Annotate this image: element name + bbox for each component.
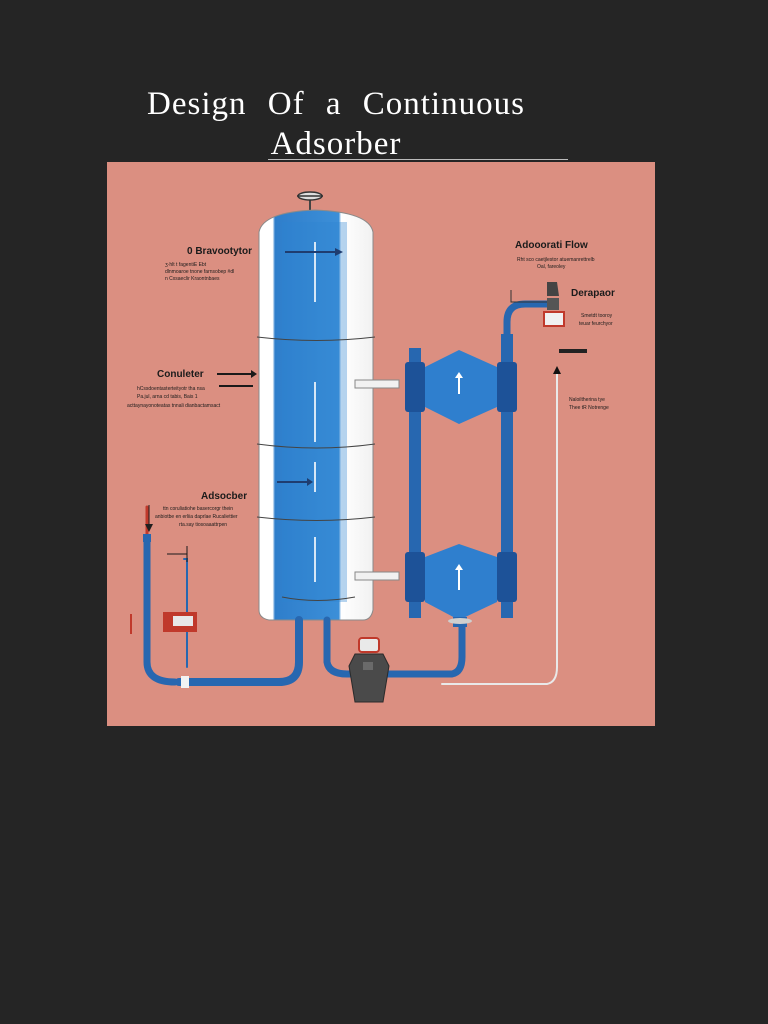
page-title: Design Of a Continuous Adsorber: [0, 84, 672, 164]
label-lower-right-line-2: Thee tR Notrenge: [569, 405, 609, 411]
adsorber-diagram-svg: 0 Bravootytor ʒ·hlt t fagentiE Ebt dlnmo…: [127, 191, 615, 703]
label-top-left-line-2: dlnmoaroe tnone farnsobep #dl: [165, 269, 234, 275]
label-middle-left-line-3: acttaynayonoteatas tnnali dianbactamsact: [127, 403, 221, 409]
label-right: Derapaor Smetdt tooroy teuar feurchyor: [571, 288, 615, 327]
label-middle-left-line-2: Pa.jul, arna cd tabis, Bais 1: [137, 394, 198, 400]
page-title-line-1: Design Of a Continuous: [147, 86, 525, 122]
label-lower-left-line-2: anbiotbe en erliia daprlae Rucaliettier: [155, 514, 238, 520]
title-underline: [268, 159, 568, 160]
label-right-line-2: teuar feurchyor: [579, 321, 613, 327]
label-top-right-line-1: Rht sco caetjlestor atuemanrettrelb: [517, 257, 595, 263]
label-lower-left-line-1: ttn coruliatiohe basercorgr thein: [163, 506, 233, 512]
pipe-joint: [181, 676, 189, 688]
column-nozzles: [354, 379, 400, 581]
label-top-right-heading: Adooorati Flow: [515, 240, 588, 251]
label-top-left: 0 Bravootytor ʒ·hlt t fagentiE Ebt dlnmo…: [165, 246, 252, 282]
label-lower-right-line-1: Naloiltherina tye: [569, 397, 605, 403]
adsorber-diagram: 0 Bravootytor ʒ·hlt t fagentiE Ebt dlnmo…: [107, 162, 655, 726]
top-valve-handwheel: [297, 191, 323, 210]
adsorber-column: [256, 209, 376, 621]
label-top-left-line-3: n Cxsaeclir Kraontnbaes: [165, 276, 220, 282]
label-top-right: Adooorati Flow Rht sco caetjlestor atuem…: [515, 240, 595, 270]
label-lower-left-line-3: rta.say tiosoaaattrpen: [179, 522, 227, 528]
right-flow-line: [503, 290, 549, 342]
label-top-right-line-2: Oal, fareoley: [537, 264, 566, 270]
label-lower-left-heading: Adsocber: [201, 491, 247, 502]
page-title-line-2: Adsorber: [270, 126, 402, 162]
label-right-heading: Derapaor: [571, 288, 615, 299]
label-lower-left: Adsocber ttn coruliatiohe basercorgr the…: [155, 491, 247, 528]
label-middle-left-heading: Conuleter: [157, 369, 204, 380]
left-feed-valve: [130, 505, 197, 634]
label-pointers: [167, 370, 257, 562]
label-top-left-heading: 0 Bravootytor: [187, 246, 252, 257]
heat-exchanger-bank: [405, 334, 517, 627]
derapaor-valve: [543, 282, 587, 374]
label-middle-left: Conuleter hCssdoentasterteityotr tha nsa…: [127, 369, 221, 409]
label-middle-left-line-1: hCssdoentasterteityotr tha nsa: [137, 386, 205, 392]
label-lower-right: Naloiltherina tye Thee tR Notrenge: [569, 397, 609, 411]
label-right-line-1: Smetdt tooroy: [581, 313, 613, 319]
bottom-pump: [348, 637, 390, 703]
label-top-left-line-1: ʒ·hlt t fagentiE Ebt: [165, 262, 207, 268]
